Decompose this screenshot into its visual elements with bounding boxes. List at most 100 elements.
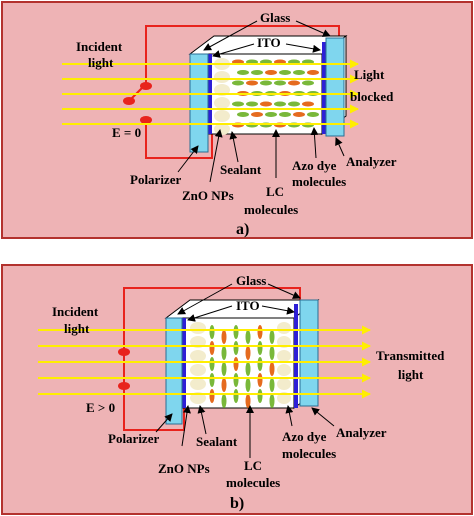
zno-label-a: ZnO NPs xyxy=(182,188,234,203)
lc-molecule xyxy=(274,101,286,107)
lc-molecule xyxy=(279,112,291,117)
lc-molecule xyxy=(269,378,275,392)
glass-label-b: Glass xyxy=(236,273,266,288)
output-label-1-a: Light xyxy=(354,67,385,82)
zno-particle xyxy=(190,350,206,362)
lc-molecule xyxy=(279,70,291,75)
azo-dye-molecule xyxy=(245,394,251,408)
lc-molecule xyxy=(233,389,239,403)
lc-molecule xyxy=(269,394,275,408)
azo-dye-molecule xyxy=(307,70,319,75)
output-label-1-b: Transmitted xyxy=(376,348,445,363)
zno-particle xyxy=(277,322,291,334)
lc-molecule xyxy=(232,101,244,107)
lc-molecule xyxy=(269,330,275,344)
azo-dye-molecule xyxy=(293,112,305,117)
lc-molecule xyxy=(288,101,300,107)
lc-molecule xyxy=(257,389,263,403)
azo-dye-molecule xyxy=(221,330,227,344)
lc-molecule xyxy=(232,80,244,86)
lc-molecule xyxy=(265,112,277,117)
light-rays-a xyxy=(62,59,359,129)
sealant-label-a: Sealant xyxy=(220,162,262,177)
analyzer-plate-a xyxy=(325,37,345,137)
lc-molecule xyxy=(221,394,227,408)
lc-molecule xyxy=(257,341,263,355)
azo-dye-molecule xyxy=(233,357,239,371)
ito-electrode-right-b xyxy=(294,304,298,408)
output-label-2-a: blocked xyxy=(350,89,394,104)
zno-particle xyxy=(277,364,291,376)
azo-label-1-b: Azo dye xyxy=(282,429,327,444)
sealant-label-b: Sealant xyxy=(196,434,238,449)
lc-molecule xyxy=(260,80,272,86)
zno-particle xyxy=(277,378,291,390)
panel-a: Incident light E = 0 Glass ITO Light blo… xyxy=(1,1,473,239)
azo-dye-molecule xyxy=(260,101,272,107)
azo-dye-molecule xyxy=(251,112,263,117)
azo-dye-molecule xyxy=(269,362,275,376)
azo-dye-molecule xyxy=(288,80,300,86)
lc-label-1-a: LC xyxy=(266,184,284,199)
caption-b: b) xyxy=(230,495,244,512)
zno-particle xyxy=(214,110,230,122)
panel-b: Incident light E > 0 Glass ITO Transmitt… xyxy=(1,264,473,515)
glass-label-a: Glass xyxy=(260,10,290,25)
azo-dye-molecule xyxy=(246,80,258,86)
ito-label-b: ITO xyxy=(236,298,260,313)
zno-label-b: ZnO NPs xyxy=(158,461,210,476)
analyzer-plate-b xyxy=(299,299,319,407)
azo-dye-molecule xyxy=(245,346,251,360)
zno-particle xyxy=(190,364,206,376)
azo-dye-molecule xyxy=(209,389,215,403)
analyzer-label-a: Analyzer xyxy=(346,154,397,169)
lc-molecule xyxy=(221,346,227,360)
zno-particle xyxy=(190,322,206,334)
azo-label-1-a: Azo dye xyxy=(292,158,337,173)
zno-particle xyxy=(214,97,230,109)
caption-a: a) xyxy=(236,221,249,238)
azo-dye-molecule xyxy=(221,378,227,392)
azo-dye-molecule xyxy=(265,70,277,75)
lc-molecule xyxy=(257,357,263,371)
lc-molecule xyxy=(209,325,215,339)
lc-molecule xyxy=(237,70,249,75)
lc-molecule xyxy=(233,373,239,387)
lc-molecule xyxy=(307,112,319,117)
zno-particle xyxy=(214,71,230,83)
zno-particle xyxy=(190,378,206,390)
azo-dye-molecule xyxy=(209,341,215,355)
switch-open-a xyxy=(123,82,152,124)
lc-molecule xyxy=(245,362,251,376)
lc-molecule xyxy=(221,362,227,376)
lc-molecule xyxy=(246,101,258,107)
light-rays-b xyxy=(38,325,371,399)
ito-electrode-right-a xyxy=(322,42,326,134)
azo-dye-molecule xyxy=(302,101,314,107)
lc-molecule xyxy=(209,373,215,387)
pointer-arrows-b xyxy=(155,283,335,458)
output-label-2-b: light xyxy=(398,367,424,382)
polarizer-plate-a xyxy=(189,53,209,153)
incident-light-label-2-a: light xyxy=(88,55,114,70)
incident-light-label-1-a: Incident xyxy=(76,39,123,54)
analyzer-label-b: Analyzer xyxy=(336,425,387,440)
lc-molecule xyxy=(233,325,239,339)
switch-closed-b xyxy=(118,348,130,390)
lc-label-2-b: molecules xyxy=(226,475,280,490)
azo-dye-molecule xyxy=(257,373,263,387)
lc-molecule xyxy=(233,341,239,355)
lc-label-2-a: molecules xyxy=(244,202,298,217)
lc-molecule xyxy=(245,378,251,392)
azo-label-2-b: molecules xyxy=(282,446,336,461)
zno-particle xyxy=(277,350,291,362)
lc-molecule xyxy=(251,70,263,75)
azo-dye-molecule xyxy=(257,325,263,339)
polarizer-label-b: Polarizer xyxy=(108,431,159,446)
lc-molecule xyxy=(269,346,275,360)
lc-molecule xyxy=(274,80,286,86)
lc-molecule xyxy=(245,330,251,344)
polarizer-label-a: Polarizer xyxy=(130,172,181,187)
polarizer-plate-b xyxy=(165,317,183,425)
